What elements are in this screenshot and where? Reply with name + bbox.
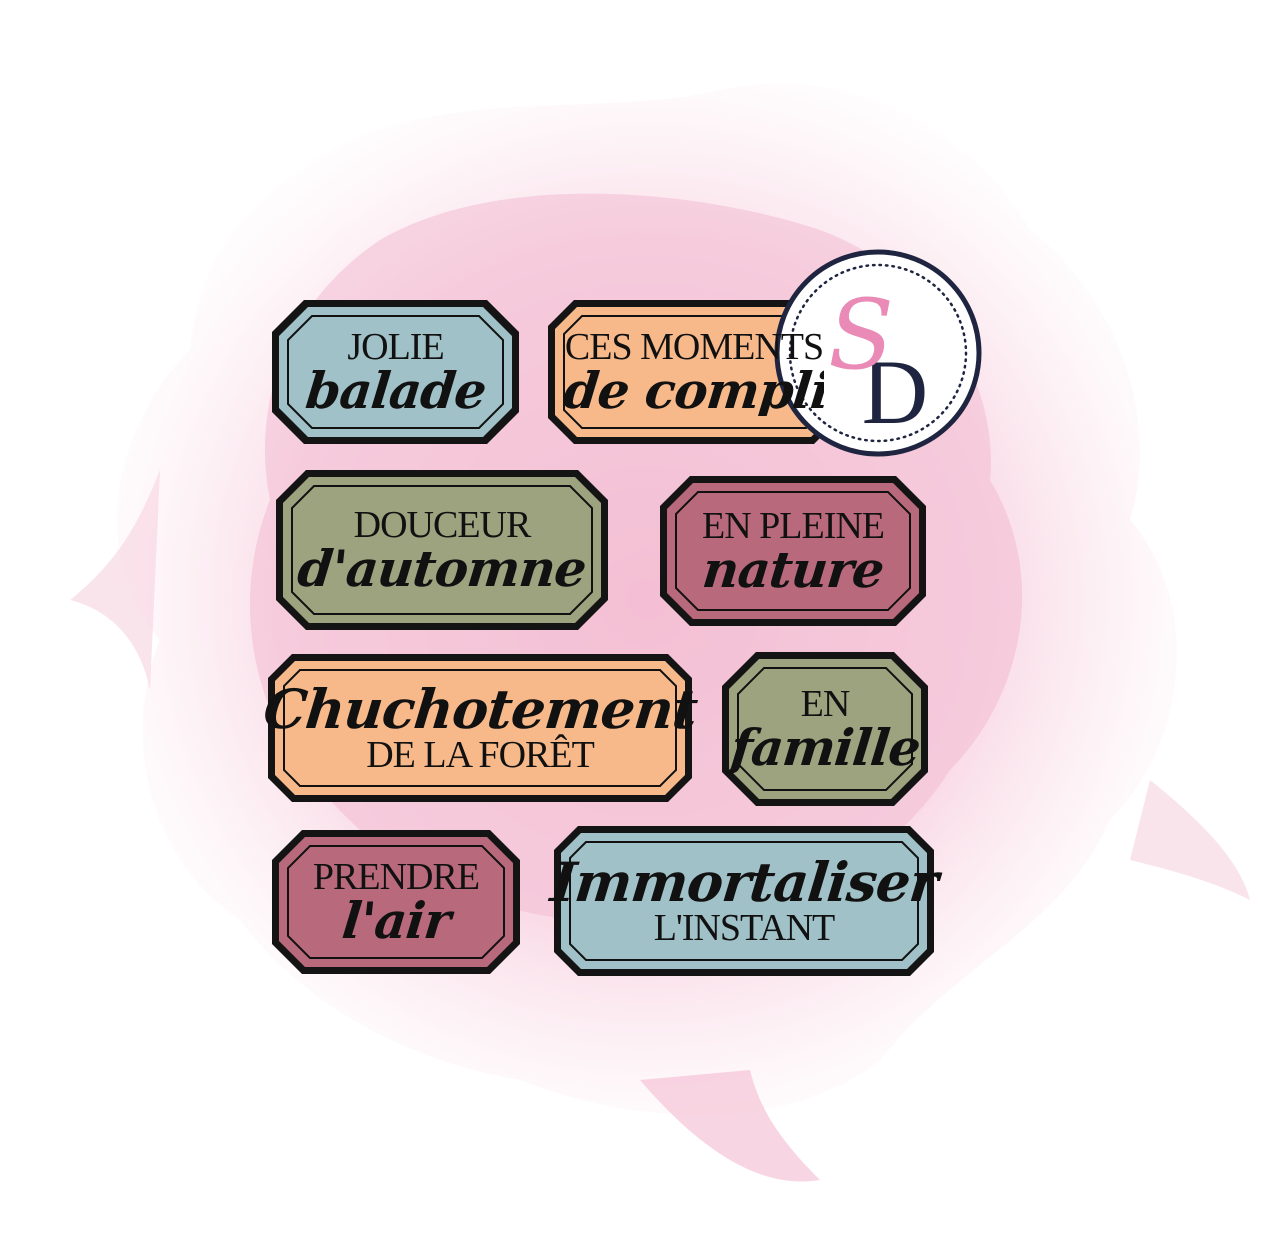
label-frame	[660, 476, 926, 626]
label-script: famille	[727, 718, 923, 777]
label-script: nature	[699, 540, 887, 599]
label-script: d'automne	[295, 539, 589, 598]
logo-letter-s: S	[828, 279, 894, 391]
label-prendre-air: PRENDRE l'air	[268, 826, 524, 978]
label-ces-moments: CES MOMENTS de complicité	[544, 296, 844, 448]
label-frame	[554, 826, 934, 976]
label-en-pleine-nature: EN PLEINE nature	[656, 472, 930, 630]
label-immortaliser: Immortaliser L'INSTANT	[547, 822, 941, 980]
label-frame	[548, 300, 840, 444]
label-frame	[272, 300, 519, 444]
sd-logo-badge: D S	[774, 249, 982, 457]
label-script: l'air	[339, 891, 453, 950]
label-douceur-automne: DOUCEUR d'automne	[272, 466, 612, 634]
label-script: Chuchotement	[260, 677, 700, 741]
label-caps: DE LA FORÊT	[366, 734, 595, 776]
label-script: de complicité	[564, 361, 824, 416]
label-script: balade	[302, 361, 489, 420]
sd-logo: D S	[773, 248, 983, 458]
label-frame	[276, 470, 608, 630]
label-caps: L'INSTANT	[653, 907, 836, 949]
logo-letter-d: D	[862, 341, 928, 443]
label-chuchotement: Chuchotement DE LA FORÊT	[260, 650, 700, 806]
label-frame	[268, 654, 692, 802]
label-en-famille: EN famille	[718, 648, 932, 810]
label-jolie-balade: JOLIE balade	[268, 296, 523, 448]
label-frame	[722, 652, 928, 806]
label-script: Immortaliser	[547, 850, 941, 914]
label-frame	[272, 830, 520, 974]
